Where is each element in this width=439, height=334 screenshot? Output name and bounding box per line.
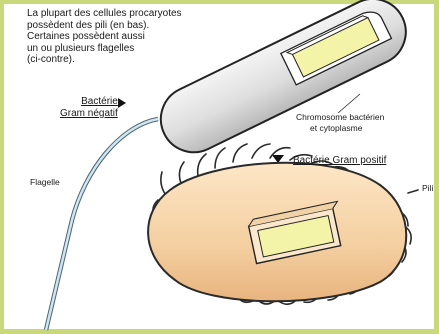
gram-positive-bacterium: [148, 144, 418, 304]
gram-negative-label-line2: Gram négatif: [60, 108, 118, 120]
intro-line: Certaines possèdent aussi: [27, 31, 182, 43]
gram-positive-label: Bactérie Gram positif: [293, 155, 386, 166]
chromosome-label: Chromosome bactérien et cytoplasme: [296, 112, 384, 133]
intro-line: possèdent des pili (en bas).: [27, 20, 182, 32]
gram-negative-label: Bactérie Gram négatif: [60, 96, 118, 120]
gram-negative-bacterium: [150, 0, 417, 163]
gram-negative-pointer: [118, 98, 126, 108]
gram-negative-label-line1: Bactérie: [60, 96, 118, 108]
intro-line: un ou plusieurs flagelles: [27, 43, 182, 55]
intro-line: (ci-contre).: [27, 54, 182, 66]
intro-text: La plupart des cellules procaryotes poss…: [27, 8, 182, 66]
flagellum-label: Flagelle: [30, 177, 60, 188]
chromosome-label-line1: Chromosome bactérien: [296, 112, 384, 123]
flagellum: [46, 119, 158, 330]
gram-positive-pointer: [272, 155, 284, 163]
intro-line: La plupart des cellules procaryotes: [27, 8, 182, 20]
chromosome-label-line2: et cytoplasme: [296, 123, 384, 134]
pili-label: Pili: [422, 183, 433, 194]
